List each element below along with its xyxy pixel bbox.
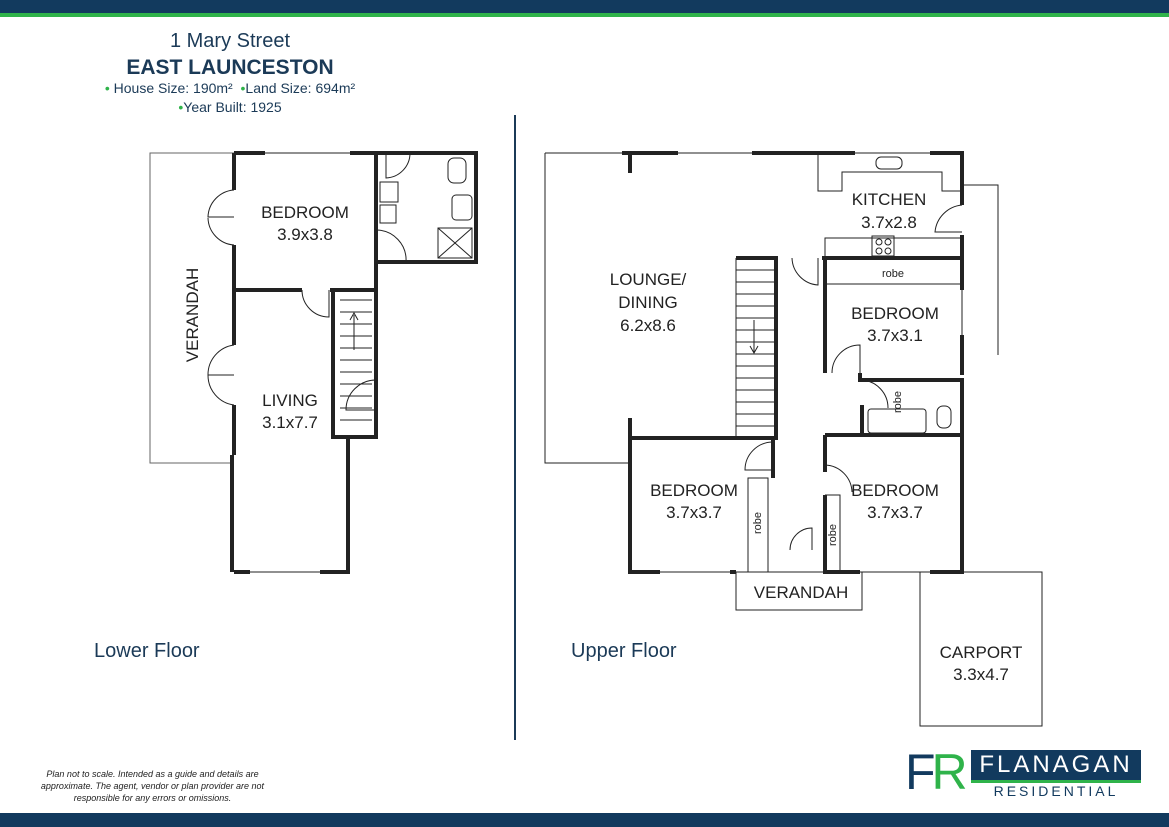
toilet-icon [936,405,952,429]
logo-sub: RESIDENTIAL [993,783,1119,799]
lounge-size: 6.2x8.6 [620,316,676,335]
lower-partition [234,262,378,292]
robe-label: robe [882,268,904,280]
lounge-name-1: LOUNGE/ [610,270,687,289]
carport-outline [919,571,1043,727]
fr-monogram: FR [905,744,968,800]
street-address: 1 Mary Street [169,30,291,52]
bedroom-2-name: BEDROOM [650,481,738,500]
sink-icon [379,204,397,224]
bedroom-1-name: BEDROOM [851,304,939,323]
basin-icon [451,194,473,221]
lower-bedroom-size: 3.9x3.8 [277,225,333,244]
kitchen-size: 3.7x2.8 [861,213,917,232]
year-info: •Year Built: 1925 [178,99,282,115]
bedroom-2-size: 3.7x3.7 [666,503,722,522]
bedroom-3-size: 3.7x3.7 [867,503,923,522]
robe-labels: robe robe robe robe [752,268,904,546]
carport-name: CARPORT [940,643,1023,662]
lower-bedroom-name: BEDROOM [261,203,349,222]
size-info: • House Size: 190m² •Land Size: 694m² [104,80,356,96]
robe-label: robe [892,391,904,413]
bedroom-1-size: 3.7x3.1 [867,326,923,345]
lower-floor-plan [149,151,478,574]
upper-bedroom-walls [771,435,964,574]
robe-label: robe [752,512,764,534]
stair-wall [630,256,778,440]
upper-stairs [735,258,776,438]
lower-bedroom-walls [234,151,478,264]
lower-doors [207,152,411,411]
bottom-banner [0,813,1169,827]
lower-living-walls [230,437,350,574]
upper-bath-fixtures [861,379,952,434]
shower-icon [437,227,473,259]
room-labels: BEDROOM 3.9x3.8 LIVING 3.1x7.7 VERANDAH … [183,190,1022,684]
robe-label: robe [827,524,839,546]
kitchen-fixtures [817,153,999,355]
logo-name: FLANAGAN [971,750,1141,783]
lower-bath-fixtures [379,157,473,259]
stair-arrow-up-icon [349,311,359,350]
bath-icon [867,408,927,434]
lounge-name-2: DINING [618,293,678,312]
living-size: 3.1x7.7 [262,413,318,432]
top-banner [0,0,1169,13]
floor-divider [514,115,516,740]
lower-floor-label: Lower Floor [94,640,200,662]
bedroom-3-name: BEDROOM [851,481,939,500]
lower-stair-walls [331,290,378,439]
disclaimer: Plan not to scale. Intended as a guide a… [40,769,265,803]
land-size: Land Size: 694m² [245,80,356,96]
kitchen-name: KITCHEN [852,190,927,209]
lower-verandah-label: VERANDAH [183,268,202,362]
house-size: House Size: 190m² [113,80,233,96]
upper-floor-plan [544,151,1043,727]
toilet-icon [447,157,467,184]
upper-verandah-label: VERANDAH [754,583,848,602]
upper-floor-label: Upper Floor [571,640,677,662]
kitchen-sink-icon [875,156,903,170]
flanagan-residential-logo: FR FLANAGAN RESIDENTIAL [905,745,1145,800]
lower-stairs [340,299,372,421]
carport-size: 3.3x4.7 [953,665,1009,684]
stair-arrow-down-icon [749,320,759,355]
top-accent-stripe [0,13,1169,17]
living-name: LIVING [262,391,318,410]
upper-verandah-outline [735,571,863,611]
lower-verandah-outline [149,152,234,464]
bathroom-walls [825,405,962,437]
suburb-title: EAST LAUNCESTON [126,56,334,79]
upper-outer-walls [622,151,964,375]
year-built: Year Built: 1925 [183,99,282,115]
